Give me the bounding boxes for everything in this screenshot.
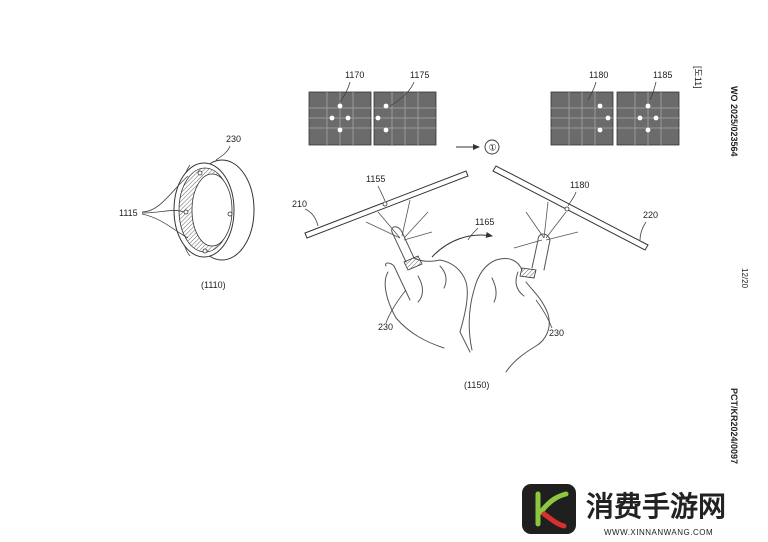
panel-1170 xyxy=(308,91,372,146)
panel-1185-label: 1185 xyxy=(653,70,672,80)
motion-arrow xyxy=(431,231,493,258)
panel-1180-label: 1180 xyxy=(589,70,608,80)
ring-figure: 230 1115 (1110) xyxy=(119,134,255,290)
watermark: 消费手游网 WWW.XINNANWANG.COM xyxy=(522,484,726,537)
right-hand xyxy=(468,233,551,373)
left-hand xyxy=(384,226,471,353)
left-point-label: 1155 xyxy=(366,174,385,184)
ring-drawing xyxy=(173,159,255,261)
figure-number: [도11] xyxy=(693,66,703,89)
right-ring-label: 230 xyxy=(549,328,564,338)
left-finger-ring xyxy=(403,255,423,271)
left-finger-rays xyxy=(365,199,433,241)
panel-1175-label: 1175 xyxy=(410,70,429,80)
step-number: ① xyxy=(489,143,497,153)
right-finger-ring xyxy=(519,267,537,279)
watermark-title: 消费手游网 xyxy=(586,490,726,523)
step-arrow: ① xyxy=(456,139,500,155)
watermark-url: WWW.XINNANWANG.COM xyxy=(604,528,713,537)
left-bar-label: 210 xyxy=(292,199,307,209)
right-point-label: 1180 xyxy=(570,180,589,190)
panel-1175 xyxy=(373,91,437,146)
panel-1170-label: 1170 xyxy=(345,70,364,80)
page-number: 12/20 xyxy=(740,268,749,289)
scene-caption: (1150) xyxy=(464,380,489,390)
ring-caption: (1110) xyxy=(201,280,226,290)
left-bar xyxy=(304,170,469,239)
ring-ref-label: 230 xyxy=(226,134,241,144)
application-number: PCT/KR2024/0097 xyxy=(729,388,739,464)
ring-inner-label: 1115 xyxy=(119,208,138,218)
watermark-logo xyxy=(522,484,576,534)
publication-number: WO 2025/023564 xyxy=(729,86,739,157)
motion-label: 1165 xyxy=(475,217,494,227)
left-ring-label: 230 xyxy=(378,322,393,332)
right-bar-label: 220 xyxy=(643,210,658,220)
right-bar xyxy=(492,165,649,251)
panel-1185 xyxy=(616,91,680,146)
panel-1180 xyxy=(550,91,614,146)
